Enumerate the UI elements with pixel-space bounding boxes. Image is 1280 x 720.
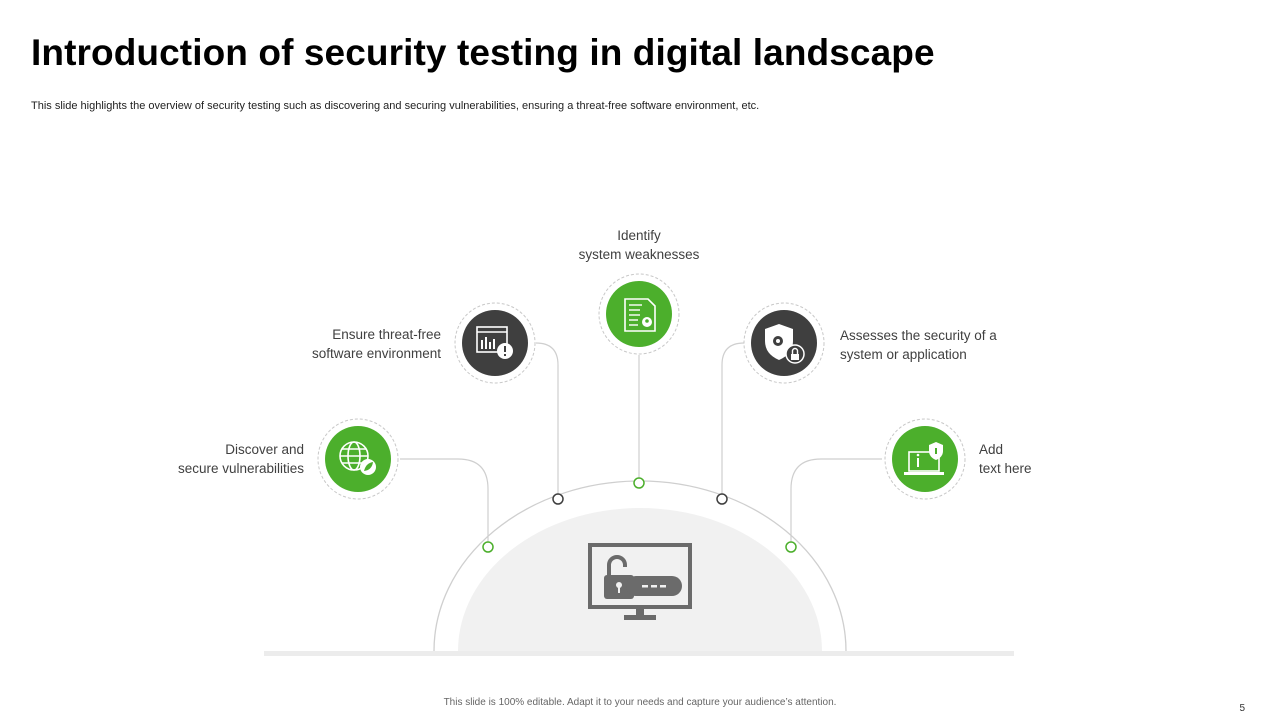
connector-line-2 — [535, 342, 559, 499]
item-label-line: Assesses the security of a — [840, 328, 997, 343]
item-label-line: Discover and — [225, 442, 304, 457]
item-label-identify: Identify system weaknesses — [539, 226, 739, 264]
item-label-ensure: Ensure threat-free software environment — [312, 325, 441, 363]
connector-line-4 — [721, 342, 745, 499]
item-label-line: Add — [979, 442, 1004, 457]
connector-line-1 — [400, 458, 489, 547]
slide-subtitle: This slide highlights the overview of se… — [31, 100, 760, 112]
page-number: 5 — [1239, 703, 1245, 714]
connector-line-5 — [790, 458, 882, 547]
item-label-line: Identify — [617, 228, 661, 243]
shield-gear-lock-icon — [743, 302, 825, 384]
item-label-assesses: Assesses the security of a system or app… — [840, 326, 997, 364]
slide-title: Introduction of security testing in digi… — [31, 32, 935, 73]
item-label-line: text here — [979, 461, 1032, 476]
arc-node-4 — [716, 493, 728, 505]
arc-node-2 — [552, 493, 564, 505]
dashboard-alert-icon — [454, 302, 536, 384]
globe-shield-icon — [317, 418, 399, 500]
item-label-line: system or application — [840, 347, 967, 362]
slide-footer-note: This slide is 100% editable. Adapt it to… — [443, 697, 837, 708]
item-label-line: Ensure threat-free — [332, 327, 441, 342]
arc-node-1 — [482, 541, 494, 553]
report-document-icon — [598, 273, 680, 355]
arc-node-3 — [633, 477, 645, 489]
item-label-line: system weaknesses — [578, 247, 700, 262]
item-label-discover: Discover and secure vulnerabilities — [178, 440, 304, 478]
monitor-unlocked-password-icon — [588, 543, 692, 620]
item-label-line: software environment — [311, 346, 441, 361]
arc-node-5 — [785, 541, 797, 553]
item-label-add-text: Add text here — [979, 440, 1032, 478]
base-line — [264, 651, 1014, 656]
laptop-shield-icon — [884, 418, 966, 500]
item-label-line: secure vulnerabilities — [177, 461, 304, 476]
